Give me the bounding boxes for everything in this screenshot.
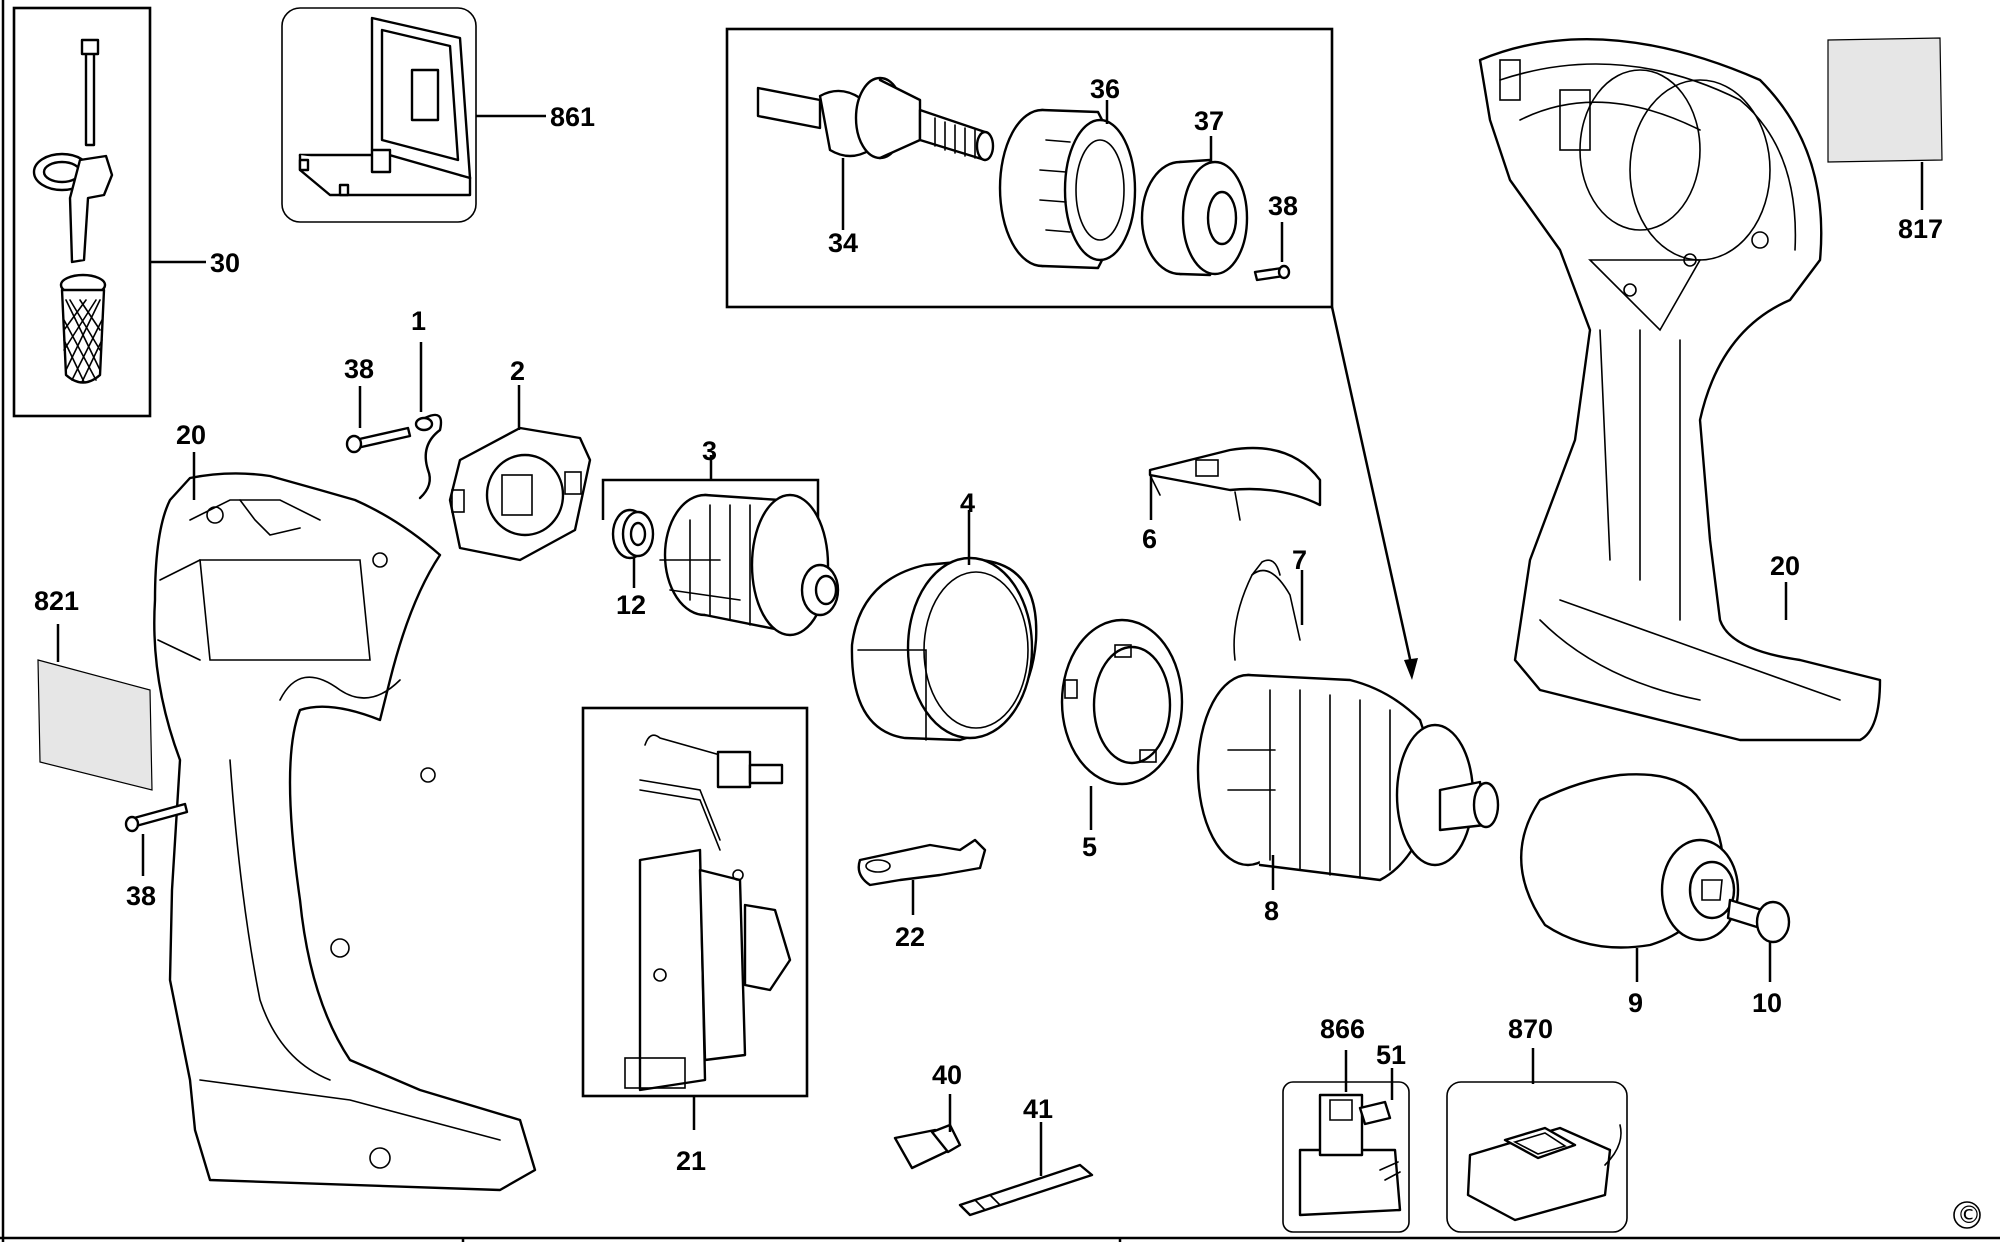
label-sticker-821	[37, 659, 153, 791]
side-handle-box	[12, 6, 152, 418]
label-20-right: 20	[1770, 551, 1800, 581]
bearing-12	[611, 508, 655, 560]
label-38-top: 38	[1268, 191, 1298, 221]
label-51: 51	[1376, 1040, 1406, 1070]
chuck-9	[1520, 773, 1740, 949]
housing-half-20	[153, 472, 537, 1192]
label-817: 817	[1898, 214, 1943, 244]
charger-box	[1446, 1081, 1628, 1233]
label-22: 22	[895, 922, 925, 952]
label-2: 2	[510, 356, 525, 386]
spindle-34	[756, 76, 995, 162]
screw-38-top	[1253, 264, 1291, 282]
label-7: 7	[1292, 545, 1307, 575]
copyright-mark: ©	[1957, 1201, 1981, 1229]
bearing-37	[1140, 158, 1249, 277]
bearing-ring-36	[998, 108, 1137, 270]
label-870: 870	[1508, 1014, 1553, 1044]
label-861: 861	[550, 102, 595, 132]
label-5: 5	[1082, 832, 1097, 862]
battery-box	[1282, 1081, 1410, 1233]
screw-38-upper	[345, 426, 412, 454]
label-10: 10	[1752, 988, 1782, 1018]
baffle-5	[1060, 618, 1184, 786]
copyright-circle	[1953, 1201, 1981, 1229]
label-38-left: 38	[126, 881, 156, 911]
label-21: 21	[676, 1146, 706, 1176]
label-9: 9	[1628, 988, 1643, 1018]
screw-10	[1726, 898, 1791, 944]
label-4: 4	[960, 488, 975, 518]
screwdriver-bit-41	[958, 1163, 1094, 1217]
label-37: 37	[1194, 106, 1224, 136]
screw-38-left	[124, 802, 189, 833]
label-38-upper: 38	[344, 354, 374, 384]
brush-holder-2	[448, 426, 592, 562]
switch-21	[624, 734, 792, 1092]
bit-holder-40	[893, 1123, 962, 1170]
gearbox-8	[1196, 673, 1500, 882]
motor-3	[659, 493, 840, 637]
label-34: 34	[828, 228, 858, 258]
part-22	[857, 838, 987, 887]
label-6: 6	[1142, 524, 1157, 554]
magnet-sleeve-4	[850, 556, 1038, 742]
label-sticker-817	[1827, 37, 1943, 163]
label-36: 36	[1090, 74, 1120, 104]
label-821: 821	[34, 586, 79, 616]
label-40: 40	[932, 1060, 962, 1090]
label-20-left: 20	[176, 420, 206, 450]
spring-clip-7	[1233, 559, 1301, 661]
label-8: 8	[1264, 896, 1279, 926]
spindle-detail-box	[725, 27, 1334, 309]
housing-half-817	[1478, 38, 1882, 742]
label-1: 1	[411, 306, 426, 336]
clip-1	[414, 413, 443, 500]
kit-case-box	[281, 7, 477, 223]
label-41: 41	[1023, 1094, 1053, 1124]
label-12: 12	[616, 590, 646, 620]
label-866: 866	[1320, 1014, 1365, 1044]
label-3: 3	[702, 436, 717, 466]
label-30: 30	[210, 248, 240, 278]
cover-6	[1148, 446, 1322, 521]
